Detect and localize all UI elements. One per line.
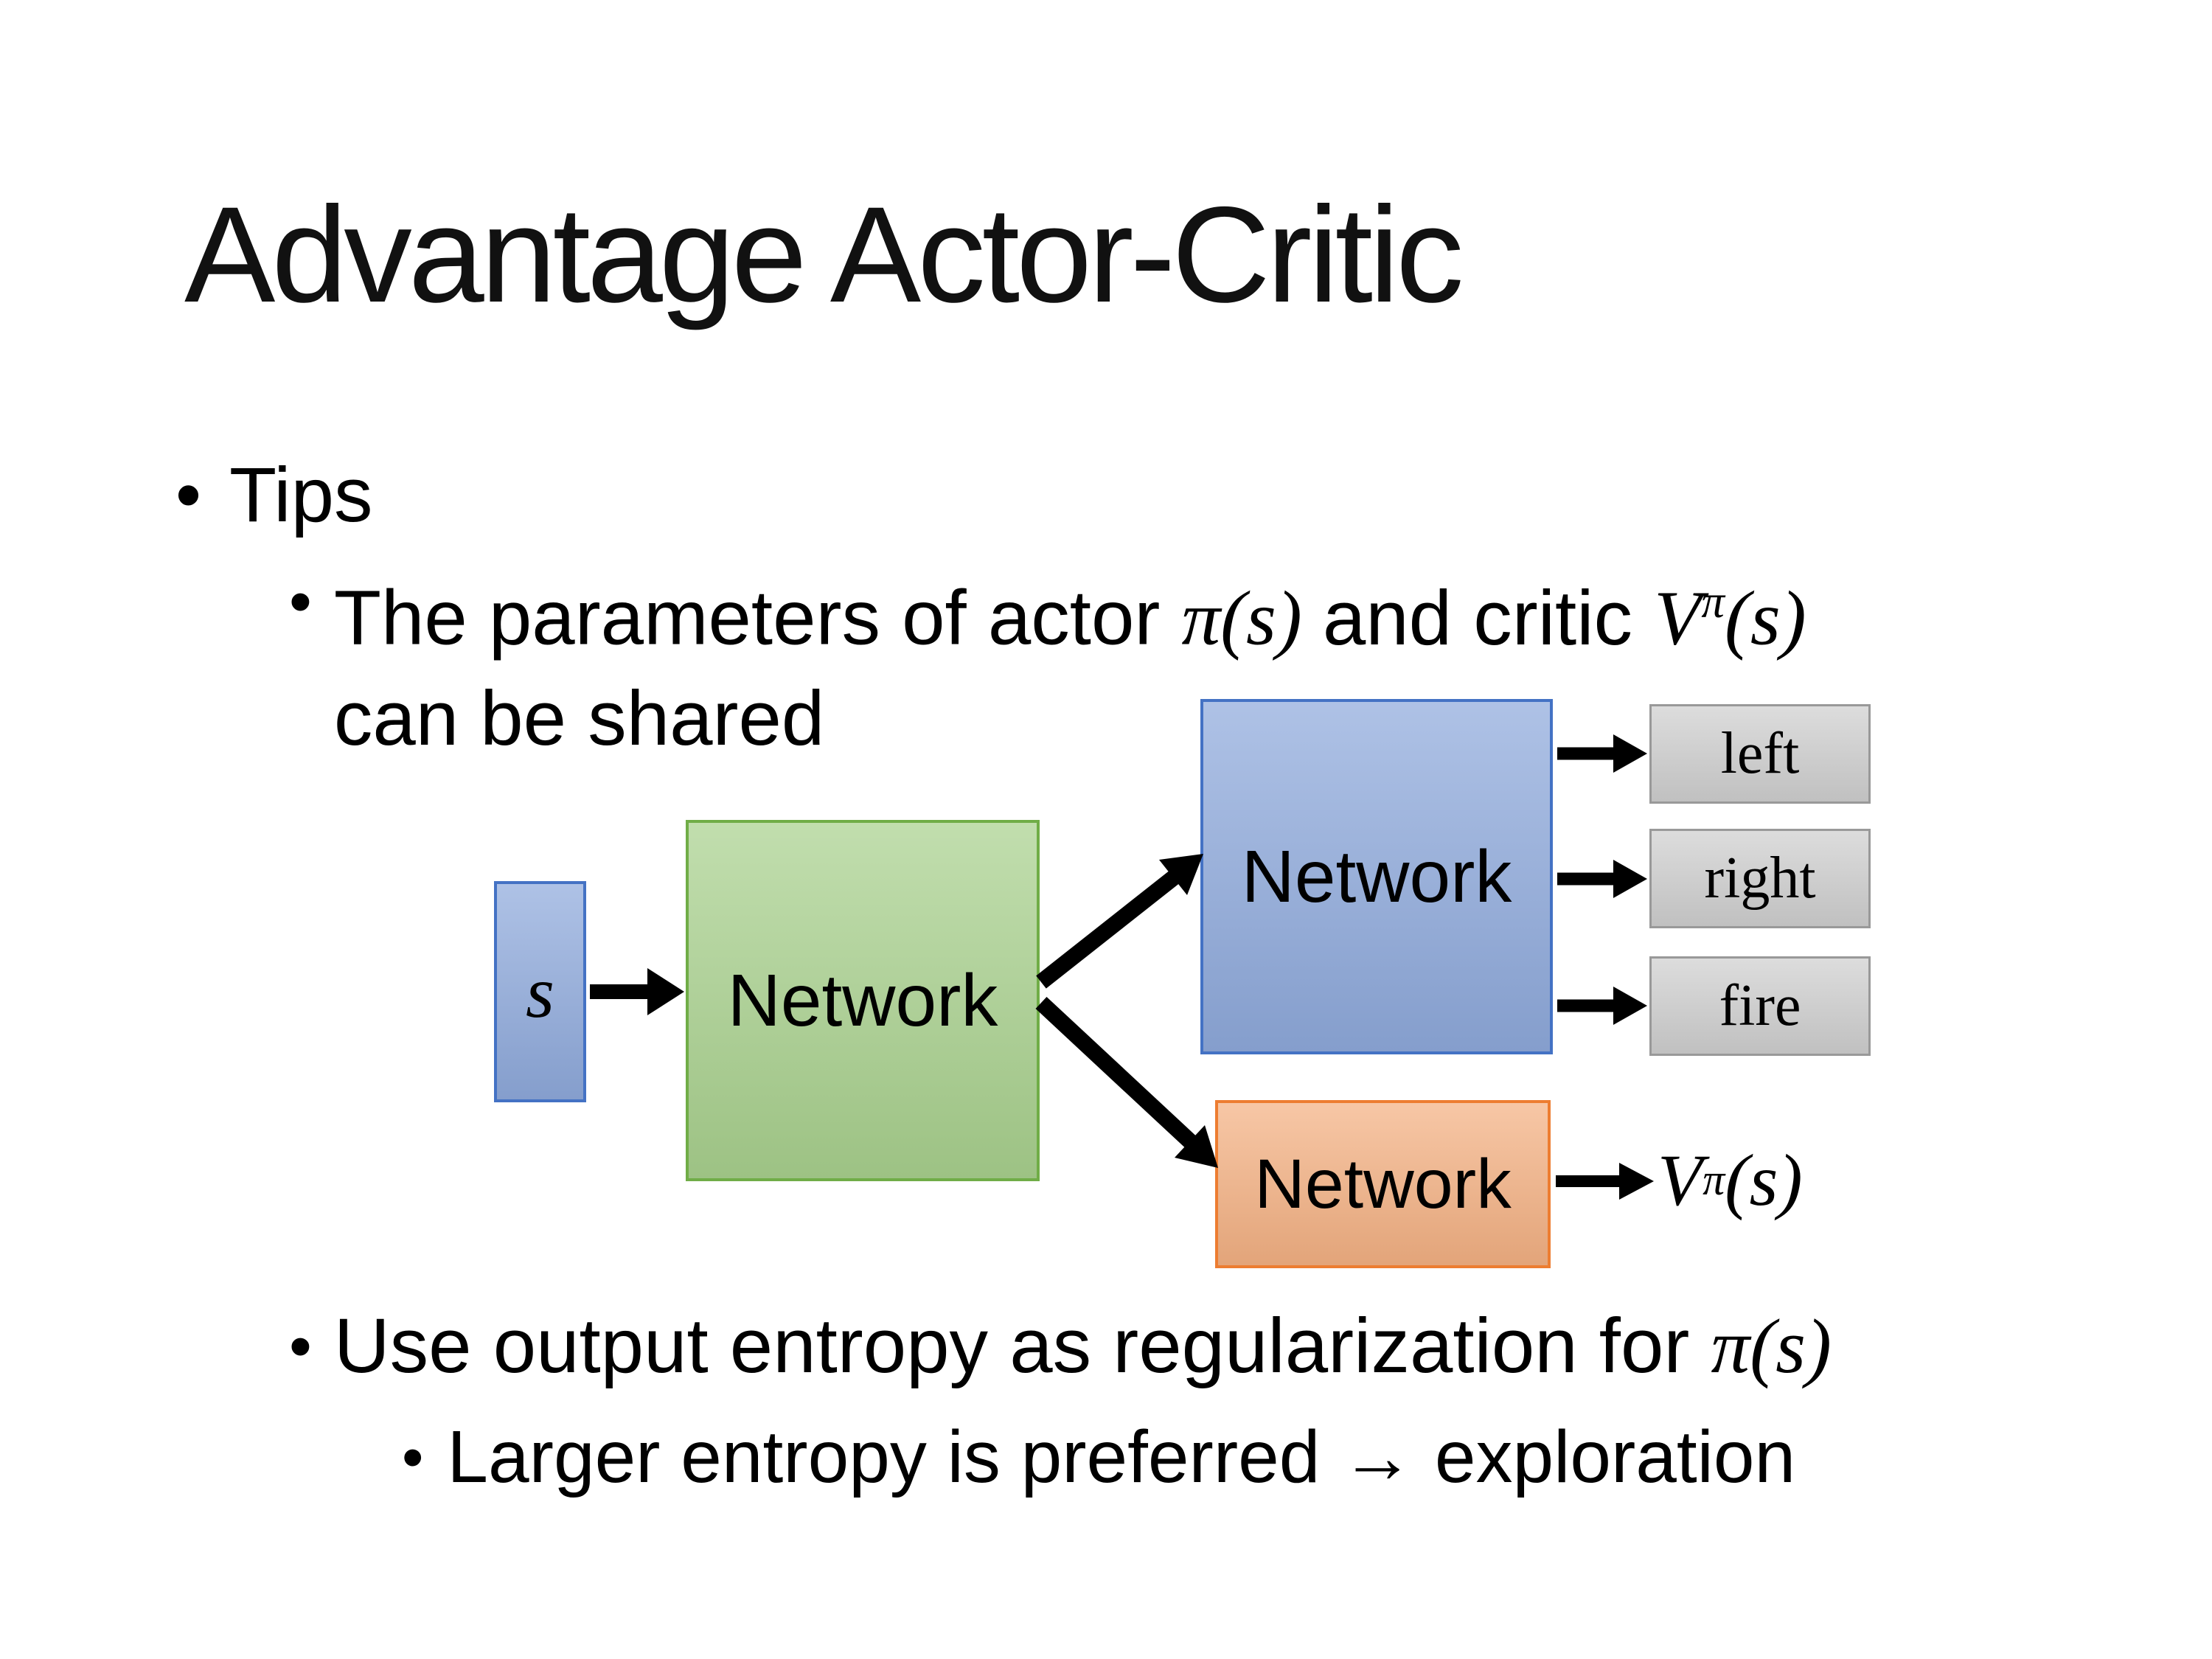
value-args: (s) xyxy=(1725,1138,1803,1221)
action-label-fire: fire xyxy=(1719,973,1801,1038)
bullet-shared-text: The parameters of actor π(s)and critic V… xyxy=(334,552,1806,769)
arrow-shared-to-actor xyxy=(1036,871,1179,989)
actor-network-label: Network xyxy=(1241,835,1512,918)
action-box-left: left xyxy=(1649,704,1871,804)
bullet-tips: • Tips xyxy=(175,447,372,543)
arrowhead-state-to-shared xyxy=(647,968,684,1015)
entropy-text-part1: Use output entropy as regularization for xyxy=(333,1303,1711,1389)
arrowhead-actor-to-fire xyxy=(1613,987,1647,1025)
bullet-exploration: • Larger entropy is preferred → explorat… xyxy=(402,1411,1795,1503)
critic-network-label: Network xyxy=(1254,1144,1512,1223)
action-label-right: right xyxy=(1704,846,1816,911)
action-label-left: left xyxy=(1720,721,1800,786)
arrow-shared-to-critic xyxy=(1035,996,1196,1148)
state-label: s xyxy=(526,950,554,1033)
arrowhead-shared-to-critic xyxy=(1175,1125,1218,1168)
value-function-math-base: V xyxy=(1654,574,1702,661)
bullet-shared-line2: can be shared xyxy=(333,675,825,762)
arrowhead-shared-to-actor xyxy=(1159,854,1203,895)
shared-network-label: Network xyxy=(727,959,998,1042)
critic-network-box: Network xyxy=(1215,1100,1551,1268)
value-base: V xyxy=(1658,1138,1703,1221)
bullet-tips-label: Tips xyxy=(229,451,373,538)
pi-s-math: π(s) xyxy=(1181,574,1302,661)
value-sup: π xyxy=(1703,1155,1725,1204)
state-input-box: s xyxy=(494,881,586,1102)
arrowhead-actor-to-right xyxy=(1613,860,1647,898)
bullet-dot-icon: • xyxy=(289,1309,312,1382)
pi-s-math: π(s) xyxy=(1711,1303,1832,1389)
actor-network-box: Network xyxy=(1200,699,1553,1054)
shared-network-box: Network xyxy=(686,820,1040,1181)
value-function-math-args: (s) xyxy=(1724,574,1806,661)
bullet-exploration-text: Larger entropy is preferred → exploratio… xyxy=(447,1416,1796,1498)
slide-title: Advantage Actor-Critic xyxy=(184,179,1464,331)
shared-text-part2: and critic xyxy=(1322,574,1655,661)
arrowhead-critic-to-value xyxy=(1619,1163,1654,1200)
bullet-entropy: • Use output entropy as regularization f… xyxy=(289,1298,1832,1394)
value-function-math-sup: π xyxy=(1701,576,1725,627)
bullet-dot-icon: • xyxy=(289,565,312,638)
shared-text-part1: The parameters of actor xyxy=(333,574,1182,661)
action-box-right: right xyxy=(1649,829,1871,928)
bullet-shared-parameters: • The parameters of actor π(s)and critic… xyxy=(289,552,1806,769)
bullet-shared-line1: The parameters of actor π(s)and critic V… xyxy=(334,552,1806,669)
bullet-dot-icon: • xyxy=(402,1422,424,1492)
action-box-fire: fire xyxy=(1649,956,1871,1056)
bullet-dot-icon: • xyxy=(175,453,202,536)
bullet-entropy-text: Use output entropy as regularization for… xyxy=(334,1301,1832,1391)
